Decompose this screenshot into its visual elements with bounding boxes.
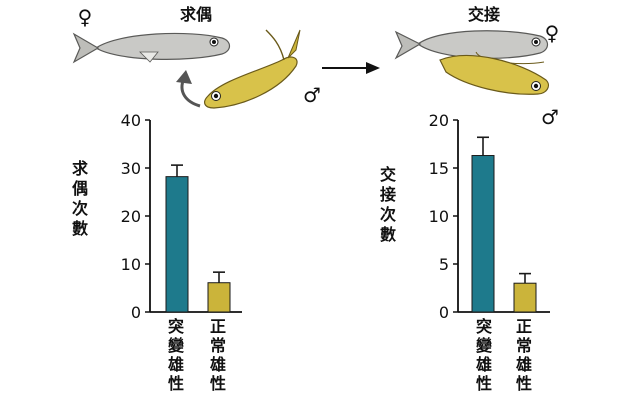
category-label-char: 突 (168, 317, 184, 336)
y-tick-label: 40 (121, 111, 141, 130)
y-tick-label: 0 (131, 303, 141, 322)
y-tick-label: 10 (121, 255, 141, 274)
category-label-char: 正 (210, 317, 226, 336)
category-label-char: 性 (168, 374, 184, 393)
male-symbol-left: ♂ (303, 83, 321, 107)
category-label-char: 雄 (475, 355, 492, 374)
category-label-char: 雄 (515, 355, 532, 374)
y-tick-label: 20 (429, 111, 449, 130)
y-tick-label: 20 (121, 207, 141, 226)
category-label-char: 性 (210, 374, 226, 393)
mating-title: 交接 (468, 5, 500, 24)
y-axis-label-char: 次 (72, 199, 88, 218)
male-fish-icon (204, 29, 301, 109)
female-symbol-right: ♀ (545, 21, 560, 45)
category-label-char: 變 (476, 336, 493, 355)
y-tick-label: 15 (429, 159, 449, 178)
category-label-char: 常 (210, 336, 226, 355)
y-axis-label-char: 數 (380, 225, 396, 244)
y-axis-label-char: 偶 (72, 179, 88, 198)
y-axis-label-char: 求 (72, 159, 89, 178)
y-axis-label-char: 接 (380, 185, 396, 204)
bar (513, 282, 537, 313)
category-label-char: 正 (516, 317, 532, 336)
category-label-char: 雄 (167, 355, 184, 374)
curved-arrow-icon (176, 70, 201, 108)
bar (471, 155, 495, 313)
category-label-char: 性 (516, 374, 532, 393)
right-arrow-icon (322, 62, 380, 74)
female-symbol-left: ♀ (78, 5, 93, 29)
category-label-char: 性 (476, 374, 492, 393)
y-tick-label: 5 (439, 255, 449, 274)
y-axis-label-char: 數 (72, 219, 88, 238)
bar (207, 282, 231, 313)
bar (165, 176, 189, 313)
y-tick-label: 30 (121, 159, 141, 178)
y-axis-label-char: 交 (380, 165, 396, 184)
category-label-char: 常 (516, 336, 532, 355)
category-label-char: 突 (476, 317, 492, 336)
y-tick-label: 10 (429, 207, 449, 226)
female-fish-icon (72, 32, 231, 64)
y-tick-label: 0 (439, 303, 449, 322)
category-label-char: 變 (168, 336, 185, 355)
y-axis-label-char: 次 (380, 205, 396, 224)
male-symbol-right: ♂ (541, 105, 559, 129)
mating-fish-pair-icon (394, 30, 550, 95)
courtship-title: 求偶 (180, 5, 212, 24)
category-label-char: 雄 (209, 355, 226, 374)
